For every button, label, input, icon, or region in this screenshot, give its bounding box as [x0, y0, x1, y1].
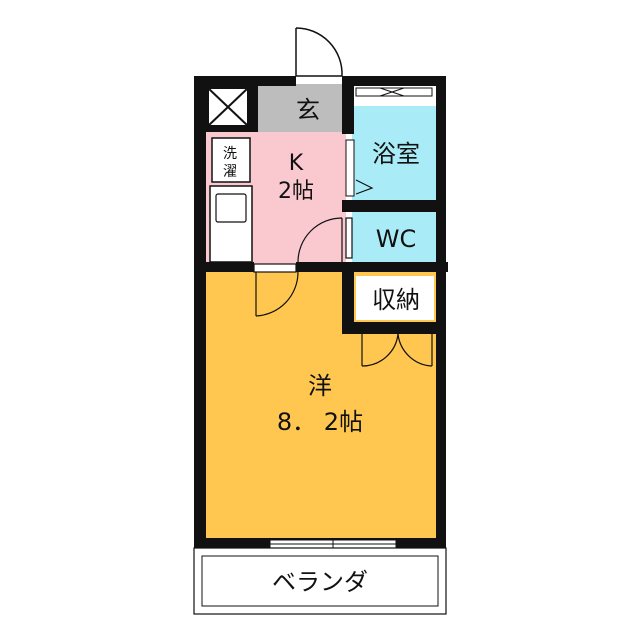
western-room-label-name: 洋 [308, 372, 332, 400]
room-door [253, 263, 299, 317]
wc-door [297, 217, 353, 263]
bath-label: 浴室 [372, 140, 420, 168]
toilet-label: WC [376, 225, 417, 253]
western-room-label-size: 8． 2帖 [277, 408, 363, 436]
balcony-label: ベランダ [272, 568, 368, 596]
entrance-door [295, 27, 343, 77]
closet-cross-mark [207, 87, 249, 127]
storage-doors [361, 333, 433, 367]
washer-label-line2: 濯 [223, 164, 237, 180]
room-fill-entrance [258, 84, 346, 132]
kitchen-label-name: K [289, 151, 304, 176]
balcony [193, 547, 447, 615]
entrance-label: 玄 [296, 96, 320, 124]
kitchen-sink [209, 185, 253, 263]
bath-window [355, 87, 433, 97]
bath-door [345, 139, 374, 197]
kitchen-label-size: 2帖 [278, 179, 314, 204]
room-fill-storage [356, 276, 434, 320]
storage-label: 収納 [372, 286, 420, 314]
balcony-sliding-door [269, 539, 397, 549]
room-fill-toilet [352, 212, 436, 264]
washer-label-line1: 洗 [223, 146, 237, 162]
washer-box [211, 137, 251, 183]
